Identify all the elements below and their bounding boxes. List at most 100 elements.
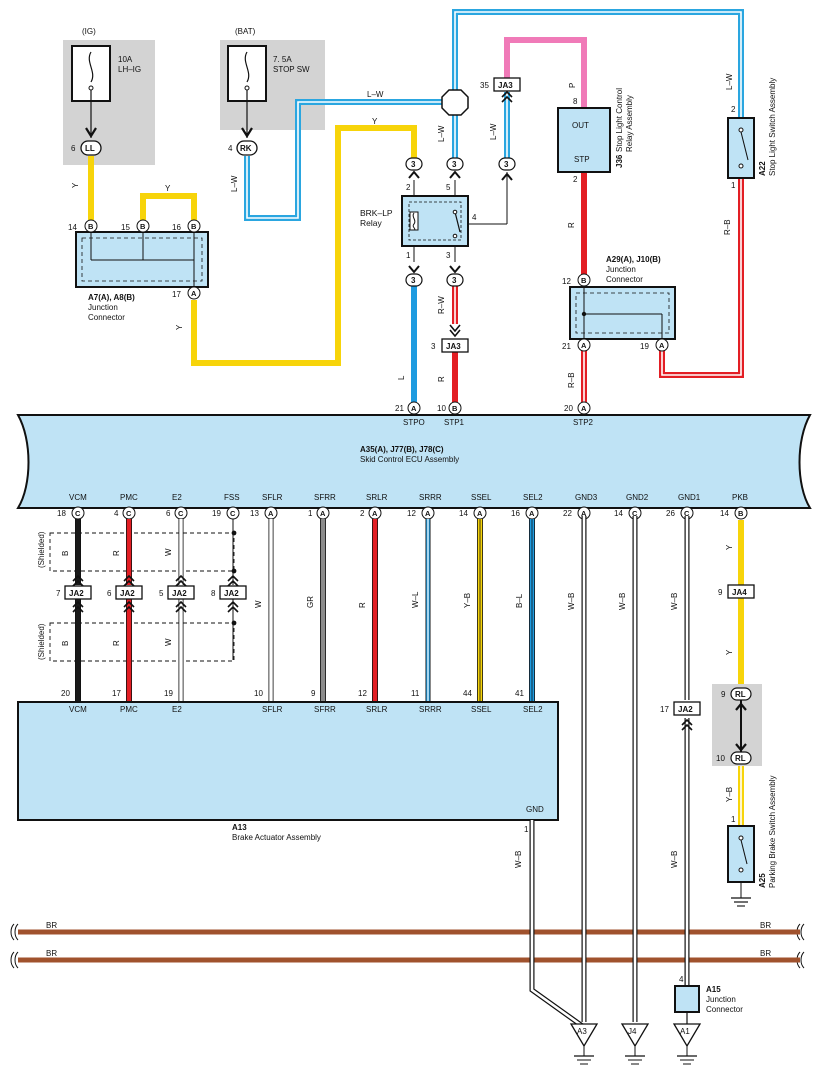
svg-text:A1: A1 bbox=[680, 1027, 690, 1036]
svg-text:3: 3 bbox=[411, 276, 416, 285]
rl-connector: RL RL 9 10 bbox=[712, 684, 762, 766]
wire-p: P bbox=[504, 37, 587, 108]
svg-text:JA2: JA2 bbox=[678, 705, 693, 714]
wire-label-p: P bbox=[568, 83, 577, 88]
wire-br-1: BR BR bbox=[10, 921, 805, 941]
shielded-label-1: (Shielded) bbox=[37, 531, 46, 568]
svg-text:SRLR: SRLR bbox=[366, 493, 388, 502]
svg-text:14: 14 bbox=[459, 509, 468, 518]
wire-rb-stp2: R–B bbox=[567, 350, 587, 402]
svg-text:20: 20 bbox=[61, 689, 70, 698]
ground-a3: A3 bbox=[569, 1023, 599, 1065]
svg-text:A: A bbox=[411, 404, 417, 413]
svg-text:Y: Y bbox=[725, 544, 734, 550]
svg-text:PKB: PKB bbox=[732, 493, 748, 502]
svg-text:W–B: W–B bbox=[567, 593, 576, 610]
svg-text:SFLR: SFLR bbox=[262, 493, 283, 502]
actuator-gnd-pin: 1 bbox=[524, 825, 529, 834]
wire-pkb: Y Y Y–B bbox=[725, 520, 744, 826]
svg-text:A: A bbox=[529, 509, 535, 518]
svg-text:5: 5 bbox=[159, 589, 164, 598]
svg-text:17: 17 bbox=[112, 689, 121, 698]
ecu-subtitle: Skid Control ECU Assembly bbox=[360, 455, 459, 464]
svg-text:A: A bbox=[581, 509, 587, 518]
svg-text:JA3: JA3 bbox=[498, 81, 513, 90]
a15-junction: 4 A15 Junction Connector bbox=[674, 975, 743, 1026]
fuse-ig-amp: 10A bbox=[118, 55, 133, 64]
svg-text:JA3: JA3 bbox=[446, 342, 461, 351]
svg-text:W–B: W–B bbox=[514, 851, 523, 868]
svg-text:21: 21 bbox=[562, 342, 571, 351]
wire-y-relay: Y Y bbox=[175, 117, 417, 366]
svg-text:JA4: JA4 bbox=[732, 588, 747, 597]
svg-text:5: 5 bbox=[446, 183, 451, 192]
svg-text:15: 15 bbox=[121, 223, 130, 232]
svg-text:B: B bbox=[61, 641, 70, 646]
a7-subtitle2: Connector bbox=[88, 313, 125, 322]
a22-stop-light-switch: 2 1 A22 Stop Light Switch Assembly bbox=[727, 78, 777, 190]
svg-text:BR: BR bbox=[46, 921, 57, 930]
ground-a1: A1 bbox=[672, 1023, 702, 1065]
wire-label-y4: Y bbox=[372, 117, 378, 126]
svg-text:C: C bbox=[178, 509, 184, 518]
svg-text:W–B: W–B bbox=[618, 593, 627, 610]
svg-text:J36: J36 bbox=[615, 154, 624, 168]
svg-text:Y–B: Y–B bbox=[725, 787, 734, 802]
fuse-bat-amp: 7. 5A bbox=[273, 55, 292, 64]
svg-text:7: 7 bbox=[56, 589, 61, 598]
ja2-right: JA2 17 bbox=[660, 701, 701, 731]
relay-name-1: BRK–LP bbox=[360, 208, 393, 218]
svg-text:8: 8 bbox=[573, 97, 578, 106]
svg-text:10: 10 bbox=[254, 689, 263, 698]
svg-text:PMC: PMC bbox=[120, 705, 138, 714]
svg-text:B: B bbox=[191, 222, 197, 231]
svg-text:JA2: JA2 bbox=[69, 589, 84, 598]
svg-text:14: 14 bbox=[614, 509, 623, 518]
svg-text:C: C bbox=[684, 509, 690, 518]
svg-text:16: 16 bbox=[511, 509, 520, 518]
wire-label-rb1: R–B bbox=[723, 219, 732, 235]
svg-text:14: 14 bbox=[68, 223, 77, 232]
svg-text:11: 11 bbox=[411, 689, 420, 698]
svg-text:SFRR: SFRR bbox=[314, 493, 336, 502]
svg-text:A25: A25 bbox=[758, 873, 767, 888]
svg-text:R: R bbox=[112, 550, 121, 556]
junction-a29: B A A 12 21 19 A29(A), J10(B) Junction C… bbox=[562, 255, 676, 352]
wire-r-j36: R bbox=[567, 172, 587, 275]
signal-wire-0: BB bbox=[61, 519, 81, 702]
svg-text:A: A bbox=[581, 341, 587, 350]
wire-label-l: L bbox=[397, 375, 406, 380]
svg-text:R: R bbox=[358, 602, 367, 608]
svg-text:19: 19 bbox=[164, 689, 173, 698]
signal-wire-5: R bbox=[358, 519, 378, 702]
svg-text:2: 2 bbox=[573, 175, 578, 184]
ja4-connector: JA4 9 bbox=[718, 584, 755, 599]
svg-text:GND3: GND3 bbox=[575, 493, 598, 502]
junction-point bbox=[441, 89, 469, 116]
svg-text:SFRR: SFRR bbox=[314, 705, 336, 714]
svg-text:19: 19 bbox=[640, 342, 649, 351]
ja2-conn-7: JA2 7 bbox=[56, 574, 92, 613]
svg-text:B: B bbox=[61, 551, 70, 556]
fuse-bat-source: (BAT) bbox=[235, 27, 256, 36]
wire-label-rw: R–W bbox=[437, 296, 446, 314]
svg-text:Y–B: Y–B bbox=[463, 593, 472, 608]
actuator-pins: 20VCM17PMC19E210SFLR9SFRR12SRLR11SRRR44S… bbox=[61, 689, 543, 714]
ja3-mid: JA3 3 bbox=[431, 324, 469, 353]
svg-text:RL: RL bbox=[735, 754, 746, 763]
shielded-label-2: (Shielded) bbox=[37, 623, 46, 660]
svg-text:2: 2 bbox=[360, 509, 365, 518]
svg-text:18: 18 bbox=[57, 509, 66, 518]
